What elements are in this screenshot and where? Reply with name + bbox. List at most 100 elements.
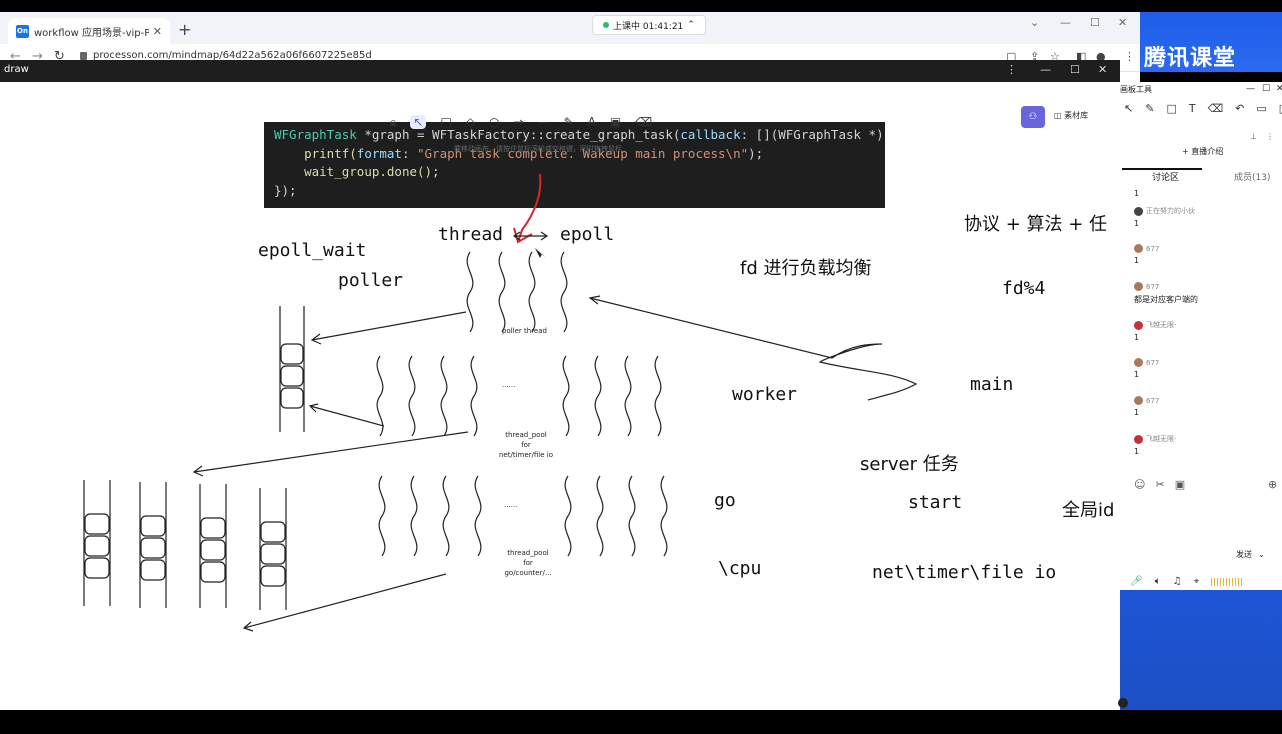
label-go[interactable]: go bbox=[714, 490, 736, 511]
pen-icon[interactable]: ✎ bbox=[1145, 102, 1155, 115]
label-thread[interactable]: thread bbox=[438, 224, 504, 245]
add-icon[interactable]: ⊕ bbox=[1268, 478, 1278, 491]
close-icon[interactable]: ✕ bbox=[1276, 84, 1282, 94]
image-icon[interactable]: ▣ bbox=[1174, 478, 1186, 491]
label-net-io[interactable]: net\timer\file io bbox=[872, 562, 1057, 583]
message-author: 677 bbox=[1146, 358, 1160, 367]
label-global-id[interactable]: 全局id bbox=[1062, 500, 1115, 521]
sidebar-icon[interactable]: ◧ bbox=[1076, 50, 1087, 63]
rectangle-icon[interactable]: □ bbox=[1166, 102, 1177, 115]
chat-message: 1 bbox=[1134, 186, 1274, 198]
drawing-canvas[interactable]: WFGraphTask *graph = WFTaskFactory::crea… bbox=[2, 82, 1120, 698]
url-field[interactable]: processon.com/mindmap/64d22a562a06f66072… bbox=[80, 50, 372, 61]
arrow-tool-icon[interactable]: → bbox=[513, 115, 524, 129]
book-icon: ◫ bbox=[1054, 111, 1062, 120]
label-cpu[interactable]: \cpu bbox=[718, 558, 762, 579]
chevron-up-icon[interactable]: ⌃ bbox=[687, 20, 695, 30]
label-fd-mod[interactable]: fd%4 bbox=[1002, 278, 1046, 299]
close-window-icon[interactable]: ✕ bbox=[1118, 16, 1128, 29]
new-tab-button[interactable]: + bbox=[178, 20, 192, 39]
ellipse-tool-icon[interactable]: ○ bbox=[489, 115, 500, 129]
eraser-tool-icon[interactable]: ⌫ bbox=[635, 115, 653, 129]
label-epoll-wait[interactable]: epoll_wait bbox=[258, 240, 367, 261]
chat-message: 飞越无限- 1 bbox=[1134, 434, 1274, 456]
maximize-icon[interactable]: ☐ bbox=[1070, 63, 1080, 76]
drawing-toolbar: 🔒︎ ↖ □ ◇ ○ → — ✎ A ▣ ⌫ bbox=[390, 110, 652, 134]
label-fd-balance[interactable]: fd 进行负载均衡 bbox=[740, 258, 872, 279]
toolbar-hint: 要移动画布，请按住鼠标滚轮或空格键，同时拖拽鼠标 bbox=[454, 145, 622, 153]
label-poller-thread[interactable]: poller thread bbox=[502, 327, 547, 335]
speaker-icon[interactable]: 🔈︎ bbox=[1154, 576, 1161, 587]
pin-icon[interactable]: ⊥ bbox=[1250, 132, 1257, 141]
main-curve bbox=[589, 297, 918, 401]
label-worker[interactable]: worker bbox=[732, 384, 798, 405]
line-tool-icon[interactable]: — bbox=[537, 115, 550, 129]
pointer-icon[interactable]: ↖ bbox=[1124, 102, 1134, 115]
chat-tools: ☺ ✂ ▣ bbox=[1134, 478, 1185, 491]
url-text: processon.com/mindmap/64d22a562a06f66072… bbox=[93, 50, 372, 61]
text-icon[interactable]: T bbox=[1188, 102, 1196, 115]
help-icon[interactable] bbox=[1118, 698, 1128, 708]
label-poller[interactable]: poller bbox=[338, 270, 404, 291]
label-thread-pool-go[interactable]: thread_pool for go/counter/... bbox=[490, 548, 566, 578]
undo-icon[interactable]: ↶ bbox=[1235, 102, 1245, 115]
reload-icon[interactable]: ↻ bbox=[54, 49, 65, 64]
minimize-icon[interactable]: — bbox=[1246, 84, 1255, 94]
image-tool-icon[interactable]: ▣ bbox=[609, 115, 622, 129]
tab-discussion[interactable]: 讨论区 bbox=[1152, 173, 1180, 183]
location-icon[interactable]: ⌖ bbox=[1193, 576, 1200, 587]
close-tab-icon[interactable]: ✕ bbox=[152, 24, 162, 38]
text-line: net/timer/file io bbox=[498, 451, 553, 459]
label-main[interactable]: main bbox=[970, 374, 1014, 395]
share-icon[interactable]: ⇪ bbox=[1030, 50, 1040, 63]
trash-icon[interactable]: ▯ bbox=[1278, 102, 1282, 115]
minimize-icon[interactable]: — bbox=[1040, 63, 1051, 76]
copy-icon[interactable]: ▢ bbox=[1006, 50, 1017, 63]
emoji-icon[interactable]: ☺ bbox=[1134, 478, 1146, 491]
label-server-task[interactable]: server 任务 bbox=[860, 454, 959, 475]
avatar bbox=[1134, 396, 1143, 405]
star-icon[interactable]: ☆ bbox=[1050, 50, 1060, 63]
back-icon[interactable]: ← bbox=[10, 49, 21, 64]
browser-tab[interactable]: On workflow 应用场景-vip-Proce ✕ bbox=[8, 18, 170, 44]
lock-icon[interactable]: 🔒︎ bbox=[390, 114, 397, 129]
microphone-icon[interactable]: 🎤︎ bbox=[1130, 576, 1143, 587]
maximize-icon[interactable]: ☐ bbox=[1262, 84, 1271, 94]
music-icon[interactable]: ♫ bbox=[1172, 576, 1182, 587]
label-protocol[interactable]: 协议 + 算法 + 任 bbox=[964, 214, 1108, 235]
send-button[interactable]: 发送 ⌄ bbox=[1236, 546, 1280, 562]
pencil-tool-icon[interactable]: ✎ bbox=[563, 115, 574, 129]
message-text: 1 bbox=[1134, 447, 1140, 456]
screen-icon[interactable]: ▭ bbox=[1256, 102, 1267, 115]
live-status-badge[interactable]: 上课中 01:41:21 ⌃ bbox=[592, 15, 706, 35]
more-icon[interactable]: ⋮ bbox=[1266, 132, 1274, 141]
forward-icon[interactable]: → bbox=[32, 49, 43, 64]
favicon-icon: On bbox=[16, 24, 29, 38]
text-line: go/counter/... bbox=[504, 569, 552, 577]
collaborator-button[interactable]: ⚇ bbox=[1021, 106, 1045, 128]
maximize-icon[interactable]: ☐ bbox=[1090, 16, 1100, 29]
chevron-down-icon[interactable]: ⌄ bbox=[1030, 16, 1040, 29]
more-icon[interactable]: ⋮ bbox=[1006, 63, 1017, 76]
diamond-tool-icon[interactable]: ◇ bbox=[465, 115, 476, 129]
queue-ladders bbox=[83, 480, 287, 610]
live-intro-link[interactable]: + 直播介绍 bbox=[1182, 147, 1224, 156]
sketch-drawings bbox=[83, 173, 918, 632]
label-thread-pool-net[interactable]: thread_pool for net/timer/file io bbox=[488, 430, 564, 460]
eraser-icon[interactable]: ⌫ bbox=[1207, 102, 1224, 115]
close-icon[interactable]: ✕ bbox=[1098, 63, 1108, 76]
tab-members[interactable]: 成员(13) bbox=[1234, 173, 1271, 183]
scissors-icon[interactable]: ✂ bbox=[1155, 478, 1165, 491]
message-text: 1 bbox=[1134, 189, 1140, 198]
library-button[interactable]: ◫ 素材库 bbox=[1054, 110, 1088, 121]
avatar bbox=[1134, 358, 1143, 367]
rectangle-tool-icon[interactable]: □ bbox=[440, 115, 452, 129]
label-start[interactable]: start bbox=[908, 492, 963, 513]
text-tool-icon[interactable]: A bbox=[587, 115, 596, 129]
menu-icon[interactable]: ⋮ bbox=[1124, 50, 1135, 63]
label-epoll[interactable]: epoll bbox=[560, 224, 615, 245]
minimize-icon[interactable]: — bbox=[1060, 16, 1071, 29]
profile-icon[interactable]: ● bbox=[1096, 50, 1106, 63]
active-tab-underline bbox=[1122, 168, 1202, 170]
select-tool-icon[interactable]: ↖ bbox=[410, 115, 427, 129]
